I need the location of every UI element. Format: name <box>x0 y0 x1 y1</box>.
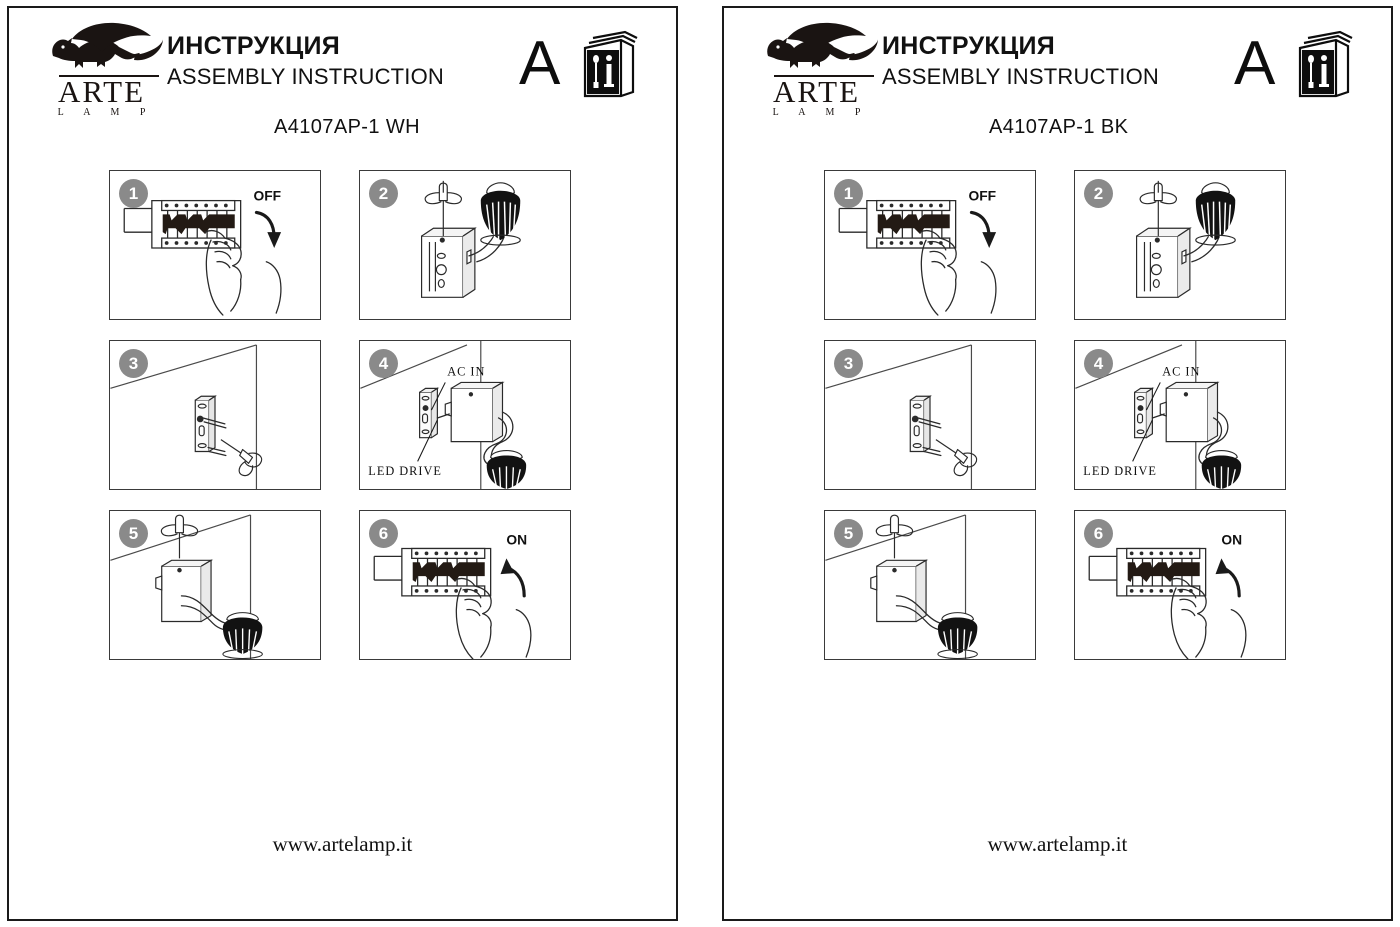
brand-subname: L A M P <box>57 107 155 118</box>
step-number-badge: 5 <box>834 519 863 548</box>
title-english: ASSEMBLY INSTRUCTION <box>882 64 1160 89</box>
step-1-breaker-off: 1 <box>109 170 321 320</box>
step-2-unscrew-bracket: 2 <box>359 170 571 320</box>
step-number-badge: 1 <box>834 179 863 208</box>
title-russian: ИНСТРУКЦИЯ <box>167 32 341 60</box>
step-2-unscrew-bracket: 2 <box>1074 170 1286 320</box>
step-6-label: ON <box>1221 532 1242 548</box>
winged-lion-icon <box>767 22 878 68</box>
brand-name: ARTE <box>57 74 146 109</box>
brand-logo: ARTE L A M P <box>39 20 164 120</box>
panel-header: ARTE L A M P ИНСТРУКЦИЯ ASSEMBLY INSTRUC… <box>724 8 1391 158</box>
logo-divider <box>774 75 874 77</box>
panel-header: ARTE L A M P ИНСТРУКЦИЯ ASSEMBLY INSTRUC… <box>9 8 676 158</box>
step-5-fix-lamp-body: 5 <box>824 510 1036 660</box>
step-6-breaker-on: 6 <box>1074 510 1286 660</box>
step-5-illustration <box>825 514 978 659</box>
step-1-illustration: OFF <box>838 188 997 316</box>
footer-url[interactable]: www.artelamp.it <box>272 832 413 856</box>
step-6-breaker-on: 6 <box>359 510 571 660</box>
brand-name: ARTE <box>772 74 861 109</box>
steps-grid: 1 <box>824 170 1299 670</box>
instruction-panel-right: ARTE L A M P ИНСТРУКЦИЯ ASSEMBLY INSTRUC… <box>722 6 1393 921</box>
step-4-illustration: AC IN LED DRIVE <box>360 341 527 489</box>
step-1-label: OFF <box>968 188 996 204</box>
step-number-badge: 5 <box>119 519 148 548</box>
model-number: A4107AP-1 WH <box>274 116 420 138</box>
title-english: ASSEMBLY INSTRUCTION <box>167 64 445 89</box>
step-4-connect-wiring: 4 <box>1074 340 1286 490</box>
step-4-label-ac-in: AC IN <box>1162 365 1200 379</box>
step-number-badge: 4 <box>1084 349 1113 378</box>
step-6-label: ON <box>506 532 527 548</box>
logo-divider <box>59 75 159 77</box>
steps-grid: 1 <box>109 170 584 670</box>
step-3-illustration <box>110 344 263 489</box>
step-3-mount-bracket: 3 <box>109 340 321 490</box>
step-number-badge: 2 <box>1084 179 1113 208</box>
step-4-illustration: AC IN LED DRIVE <box>1075 341 1242 489</box>
step-number-badge: 3 <box>119 349 148 378</box>
model-number: A4107AP-1 BK <box>989 116 1129 138</box>
step-2-illustration <box>1135 180 1236 298</box>
step-2-illustration <box>420 180 521 298</box>
footer-url[interactable]: www.artelamp.it <box>987 832 1128 856</box>
manual-booklet-icon <box>583 30 638 98</box>
step-number-badge: 3 <box>834 349 863 378</box>
step-1-breaker-off: 1 <box>824 170 1036 320</box>
step-4-connect-wiring: 4 <box>359 340 571 490</box>
brand-subname: L A M P <box>772 107 870 118</box>
winged-lion-icon <box>52 22 163 68</box>
manual-badge: A <box>1224 26 1359 106</box>
instruction-panel-left: ARTE L A M P ИНСТРУКЦИЯ ASSEMBLY INSTRUC… <box>7 6 678 921</box>
brand-logo: ARTE L A M P <box>754 20 879 120</box>
step-5-illustration <box>110 514 263 659</box>
step-4-label-led-drive: LED DRIVE <box>1083 464 1157 478</box>
step-3-mount-bracket: 3 <box>824 340 1036 490</box>
step-number-badge: 2 <box>369 179 398 208</box>
step-1-illustration: OFF <box>123 188 282 316</box>
manual-booklet-icon <box>1298 30 1353 98</box>
step-4-label-led-drive: LED DRIVE <box>368 464 442 478</box>
step-number-badge: 6 <box>369 519 398 548</box>
badge-letter: A <box>519 29 561 98</box>
step-3-illustration <box>825 344 978 489</box>
title-russian: ИНСТРУКЦИЯ <box>882 32 1056 60</box>
step-number-badge: 4 <box>369 349 398 378</box>
step-number-badge: 1 <box>119 179 148 208</box>
step-number-badge: 6 <box>1084 519 1113 548</box>
step-5-fix-lamp-body: 5 <box>109 510 321 660</box>
step-6-illustration: ON <box>373 532 532 659</box>
step-1-label: OFF <box>253 188 281 204</box>
step-4-label-ac-in: AC IN <box>447 365 485 379</box>
badge-letter: A <box>1234 29 1276 98</box>
step-6-illustration: ON <box>1088 532 1247 659</box>
manual-badge: A <box>509 26 644 106</box>
